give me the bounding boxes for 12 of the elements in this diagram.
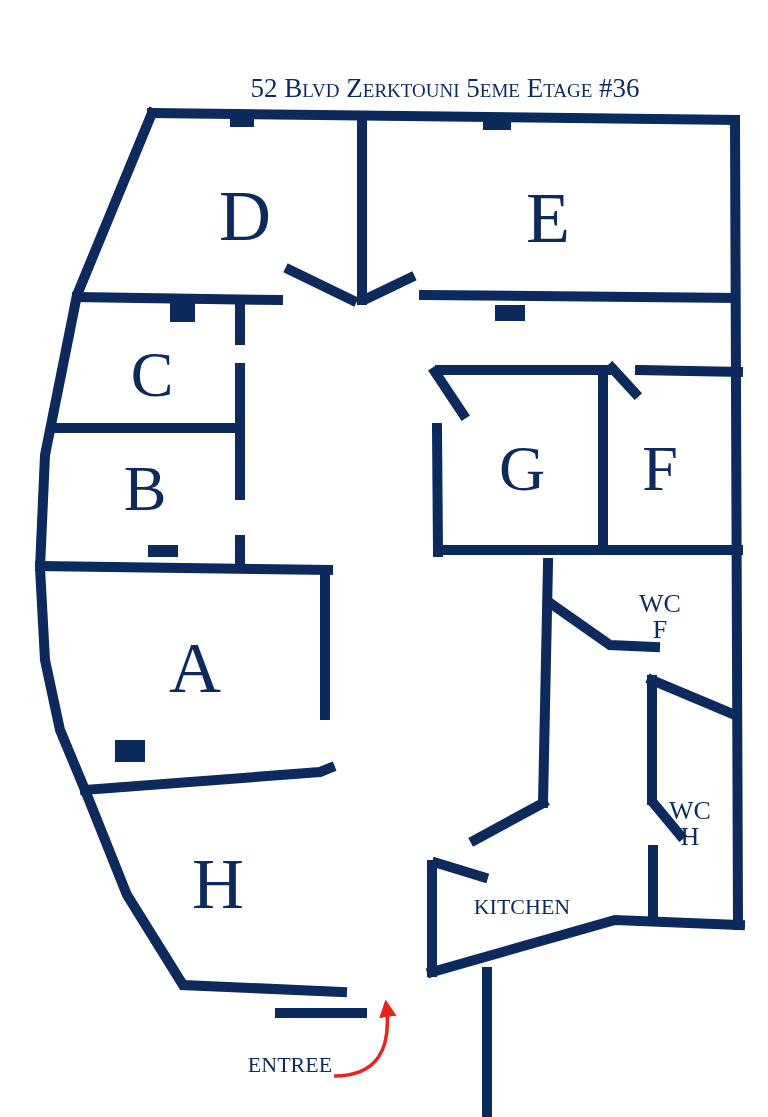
room-label: F <box>641 436 679 501</box>
room-label: WC F <box>638 590 682 643</box>
room-label: B <box>122 456 168 521</box>
room-label: H <box>191 848 245 921</box>
entrance-label: ENTREE <box>246 1053 334 1076</box>
room-label: A <box>168 632 222 705</box>
room-label: G <box>497 436 547 501</box>
room-label: D <box>218 180 272 253</box>
address-text: 52 Blvd Zerktouni 5eme Etage #36 <box>249 75 641 103</box>
room-label: C <box>129 342 175 407</box>
room-label: E <box>525 182 571 255</box>
room-label: KITCHEN <box>472 895 572 918</box>
